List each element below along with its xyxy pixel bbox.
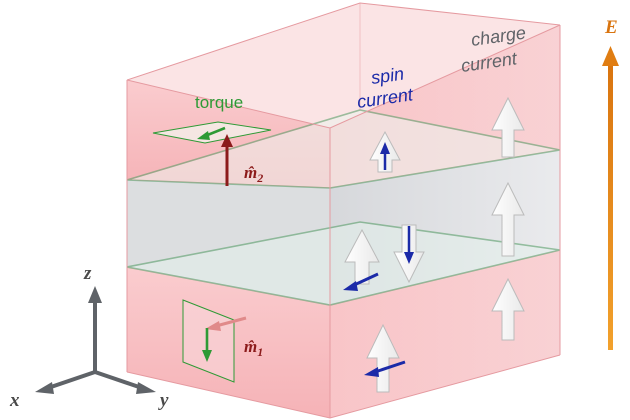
spin-down-blue-head <box>404 252 414 264</box>
charge-current-arrows <box>491 96 525 341</box>
x-axis-head <box>35 382 54 394</box>
field-arrow-head <box>602 46 619 66</box>
charge-arrow-top <box>491 96 525 158</box>
m1-group: m̂1 <box>182 299 263 383</box>
spin-current-arrows <box>343 130 425 393</box>
coordinate-axes: z x y <box>9 263 169 411</box>
upper-magnet-top <box>127 3 560 128</box>
z-axis-head <box>88 286 102 303</box>
field-arrow-shaft <box>608 62 613 350</box>
m1-plane <box>182 299 235 383</box>
y-axis-label: y <box>158 390 169 411</box>
charge-arrow-bottom <box>491 277 525 341</box>
torque-label: torque <box>195 93 243 112</box>
y-axis <box>94 370 143 390</box>
field-label: E <box>604 17 618 38</box>
m1-label: m̂1 <box>244 337 263 359</box>
z-axis-label: z <box>83 263 92 284</box>
m2-vector-head <box>221 134 233 147</box>
spin-label-line1: spin <box>370 64 405 88</box>
torque-group: torque m̂2 <box>152 93 272 186</box>
m1-symbol: m̂ <box>244 337 257 356</box>
m1-vector-head <box>205 321 221 331</box>
x-axis <box>47 370 96 390</box>
torque-vector-head <box>197 131 210 140</box>
m2-subscript: 2 <box>256 171 263 185</box>
box-edges <box>126 2 561 419</box>
m1-torque-vector-head <box>202 350 212 362</box>
spin-left-blue-bottom-head <box>364 367 379 377</box>
electric-field: E <box>602 17 619 350</box>
y-axis-head <box>136 382 156 394</box>
spin-arrow-mid-up <box>344 228 380 285</box>
m1-vector <box>215 316 247 328</box>
m2-label: m̂2 <box>244 163 263 185</box>
spin-left-blue-mid-head <box>343 281 358 291</box>
spin-up-blue-top-head <box>380 142 390 154</box>
m2-symbol: m̂ <box>244 163 257 182</box>
m1-subscript: 1 <box>257 345 263 359</box>
charge-arrow-middle <box>491 181 525 257</box>
spin-arrow-bottom-up <box>366 323 400 393</box>
x-axis-label: x <box>9 390 20 411</box>
spin-left-blue-bottom <box>374 360 406 374</box>
